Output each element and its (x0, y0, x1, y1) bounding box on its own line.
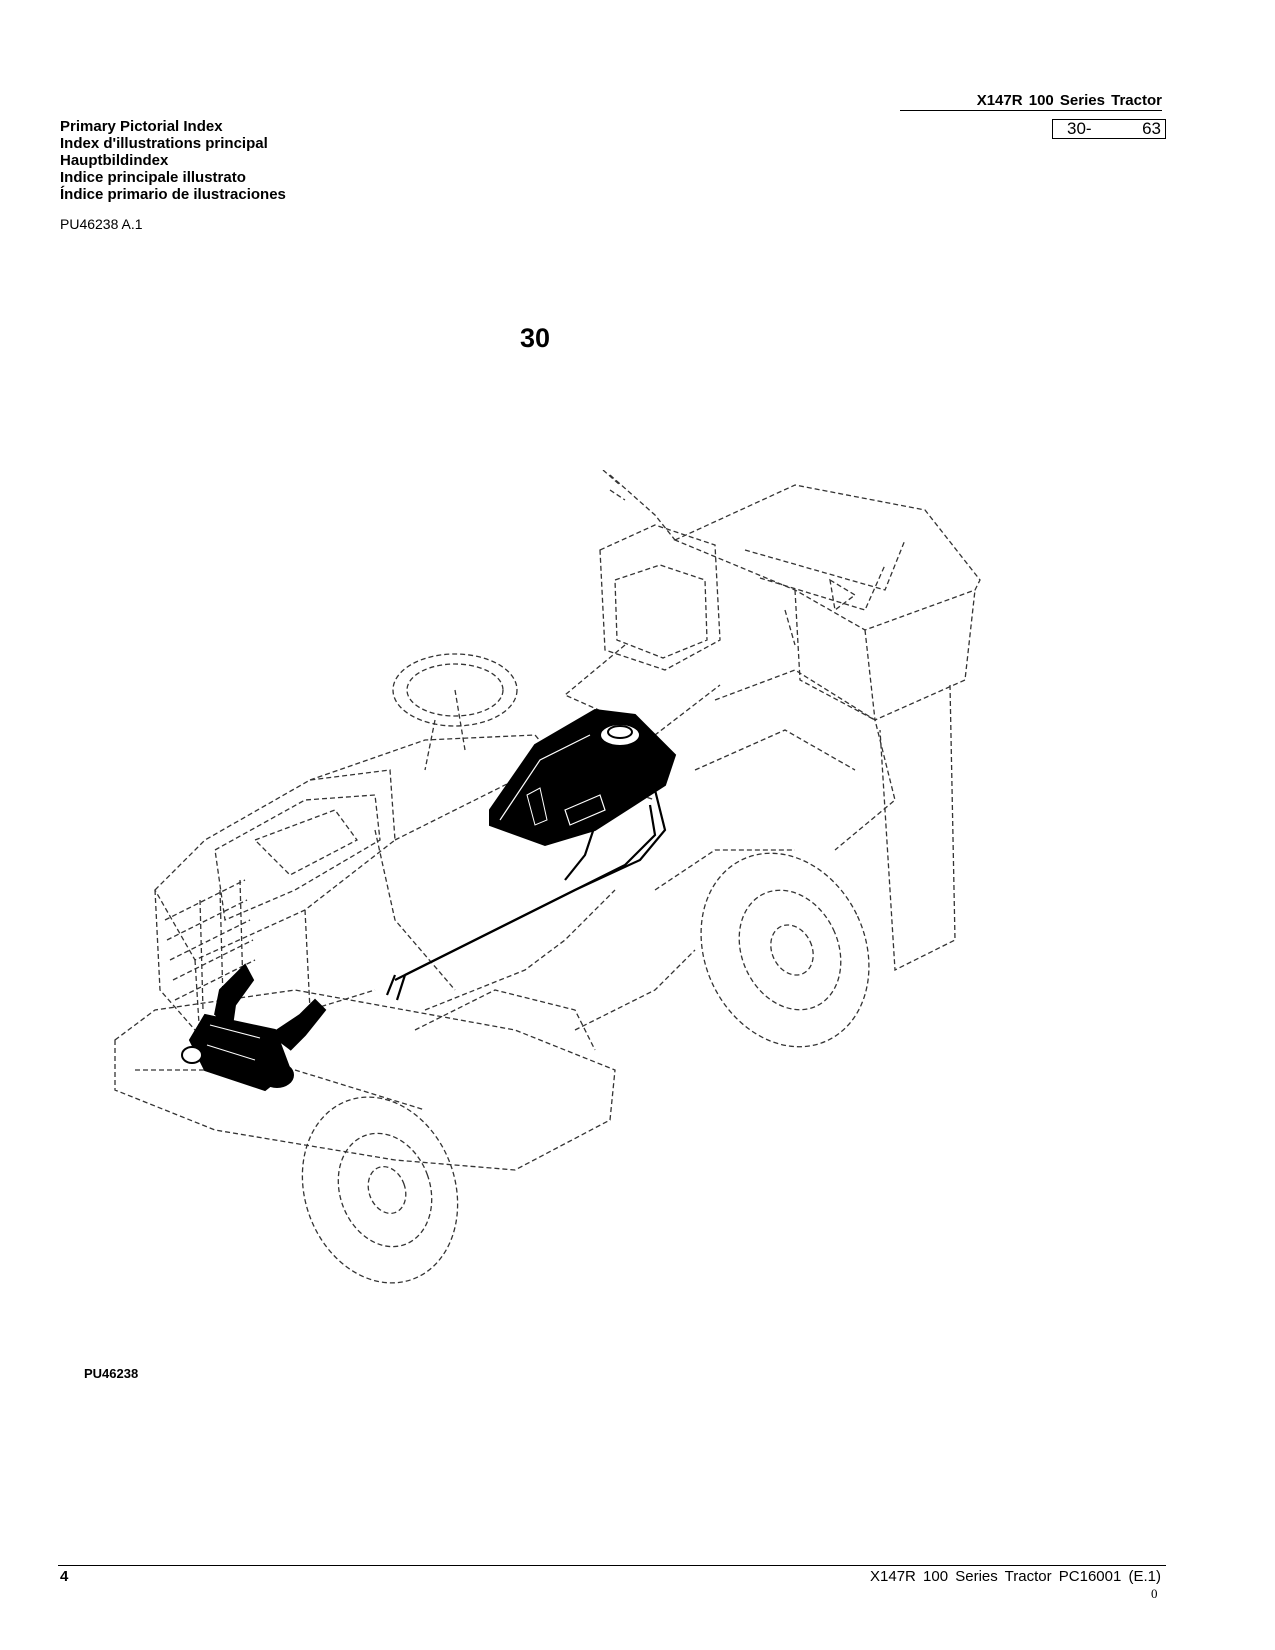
footer-page-number: 4 (60, 1568, 69, 1585)
figure-id-label: PU46238 (84, 1366, 139, 1381)
section-number: 30 (520, 323, 551, 353)
index-title-block: Primary Pictorial Index Index d'illustra… (60, 118, 286, 203)
index-title-de: Hauptbildindex (60, 152, 169, 169)
page-reference-box: 30- 63 (1052, 119, 1166, 139)
document-title: X147R 100 Series Tractor (900, 92, 1162, 111)
index-title-it: Indice principale illustrato (60, 169, 246, 186)
footer-document-info: X147R 100 Series Tractor PC16001 (E.1) (870, 1568, 1161, 1585)
footer-mark: 0 (1151, 1586, 1158, 1601)
tractor-illustration (114, 470, 981, 1284)
index-title-es: Índice primario de ilustraciones (60, 186, 286, 203)
index-title-fr: Index d'illustrations principal (60, 135, 268, 152)
footer-divider (58, 1565, 1166, 1566)
page-code: 63 (1142, 119, 1161, 138)
figure-reference: PU46238 A.1 (60, 216, 143, 232)
index-title-en: Primary Pictorial Index (60, 118, 223, 135)
section-code: 30- (1067, 119, 1092, 138)
